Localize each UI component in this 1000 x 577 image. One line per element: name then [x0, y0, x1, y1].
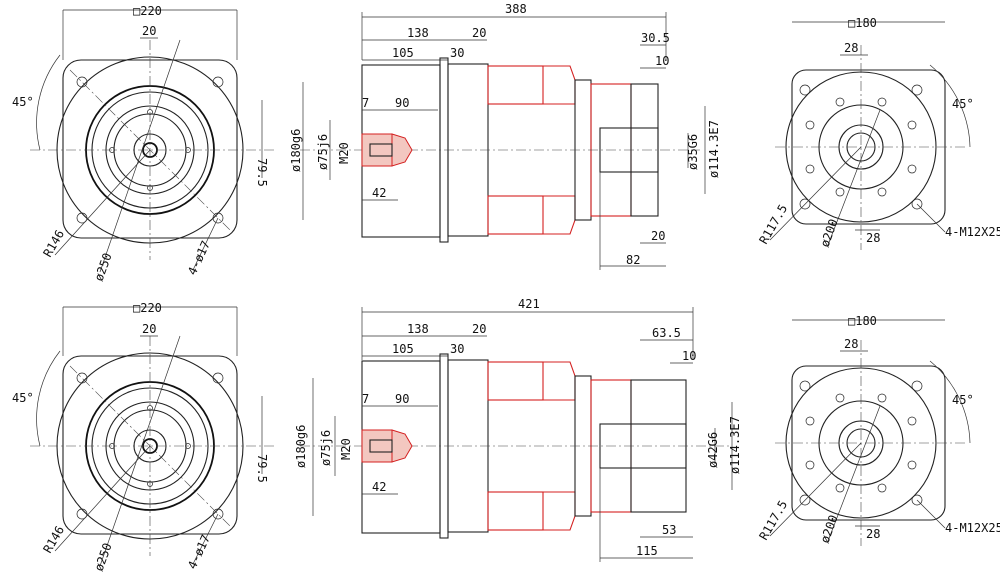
top-dim-30: 30 [450, 46, 464, 60]
top-dim-7: 7 [362, 96, 369, 110]
top-dim-114-3e7: ø114.3E7 [707, 120, 721, 178]
top-dim-180g6: ø180g6 [289, 129, 303, 172]
top-flange-dia-250: ø250 [92, 251, 115, 283]
bottom-flange-holes: 4-ø17 [185, 533, 213, 572]
top-flange-radius: R146 [40, 227, 67, 259]
bottom-flange-dia-250: ø250 [92, 541, 115, 573]
top-flange-width-20: 20 [142, 24, 156, 38]
bottom-overall-length: 421 [518, 297, 540, 311]
top-dim-90: 90 [395, 96, 409, 110]
top-motor-w28b: 28 [866, 231, 880, 245]
bottom-dim-53: 53 [662, 523, 676, 537]
bottom-dim-75j6: ø75j6 [319, 430, 333, 466]
top-dim-138: 138 [407, 26, 429, 40]
bottom-dim-138: 138 [407, 322, 429, 336]
top-flange-view: □220 20 45° 79.5 R146 ø250 4-ø17 [12, 4, 275, 283]
top-side-view: 388 138 20 105 30 30.5 10 7 90 42 ø180g6 [289, 2, 721, 270]
bottom-dim-30: 30 [450, 342, 464, 356]
top-motor-square: □180 [848, 16, 877, 30]
top-flange-dim-79-5: 79.5 [255, 158, 269, 187]
bottom-flange-square: □220 [133, 301, 162, 315]
top-dim-10: 10 [655, 54, 669, 68]
top-dim-m20: M20 [337, 142, 351, 164]
bottom-dim-114-3e7: ø114.3E7 [728, 416, 742, 474]
bottom-motor-dia-200: ø200 [818, 513, 841, 545]
bottom-flange-radius: R146 [40, 523, 67, 555]
top-dim-105: 105 [392, 46, 414, 60]
bottom-motor-square: □180 [848, 314, 877, 328]
bottom-flange-dim-79-5: 79.5 [255, 454, 269, 483]
top-motor-dia-200: ø200 [818, 217, 841, 249]
bottom-flange-width-20: 20 [142, 322, 156, 336]
bottom-flange-angle: 45° [12, 391, 34, 405]
bottom-dim-7: 7 [362, 392, 369, 406]
bottom-motor-holes: 4-M12X25 [945, 521, 1000, 535]
bottom-flange-view: □220 20 45° 79.5 R146 ø250 4-ø17 [12, 301, 275, 573]
bottom-dim-180g6: ø180g6 [294, 425, 308, 468]
top-motor-w28: 28 [844, 41, 858, 55]
bottom-side-view: 421 138 20 105 30 63.5 10 7 90 42 ø180g6 [294, 297, 742, 562]
bottom-dim-115: 115 [636, 544, 658, 558]
bottom-dim-63-5: 63.5 [652, 326, 681, 340]
top-dim-75j6: ø75j6 [316, 134, 330, 170]
bottom-dim-90: 90 [395, 392, 409, 406]
top-dim-42: 42 [372, 186, 386, 200]
top-flange-angle: 45° [12, 95, 34, 109]
bottom-dim-m20: M20 [339, 438, 353, 460]
top-dim-82: 82 [626, 253, 640, 267]
bottom-dim-42: 42 [372, 480, 386, 494]
bottom-motor-angle: 45° [952, 393, 974, 407]
bottom-dim-20: 20 [472, 322, 486, 336]
top-motor-holes: 4-M12X25 [945, 225, 1000, 239]
bottom-motor-w28b: 28 [866, 527, 880, 541]
top-flange-holes: 4-ø17 [185, 239, 213, 278]
top-dim-20b: 20 [651, 229, 665, 243]
top-motor-angle: 45° [952, 97, 974, 111]
bottom-dim-42g6: ø42G6 [706, 432, 720, 468]
top-dim-20: 20 [472, 26, 486, 40]
bottom-dim-105: 105 [392, 342, 414, 356]
bottom-motor-view: □180 28 45° R117.5 ø200 28 4-M12X25 [756, 314, 1000, 546]
top-dim-30-5: 30.5 [641, 31, 670, 45]
top-overall-length: 388 [505, 2, 527, 16]
top-motor-view: □180 28 45° R117.5 ø200 28 4-M12X25 [756, 16, 1000, 250]
bottom-motor-w28: 28 [844, 337, 858, 351]
bottom-dim-10: 10 [682, 349, 696, 363]
top-flange-square: □220 [133, 4, 162, 18]
top-dim-35g6: ø35G6 [686, 134, 700, 170]
